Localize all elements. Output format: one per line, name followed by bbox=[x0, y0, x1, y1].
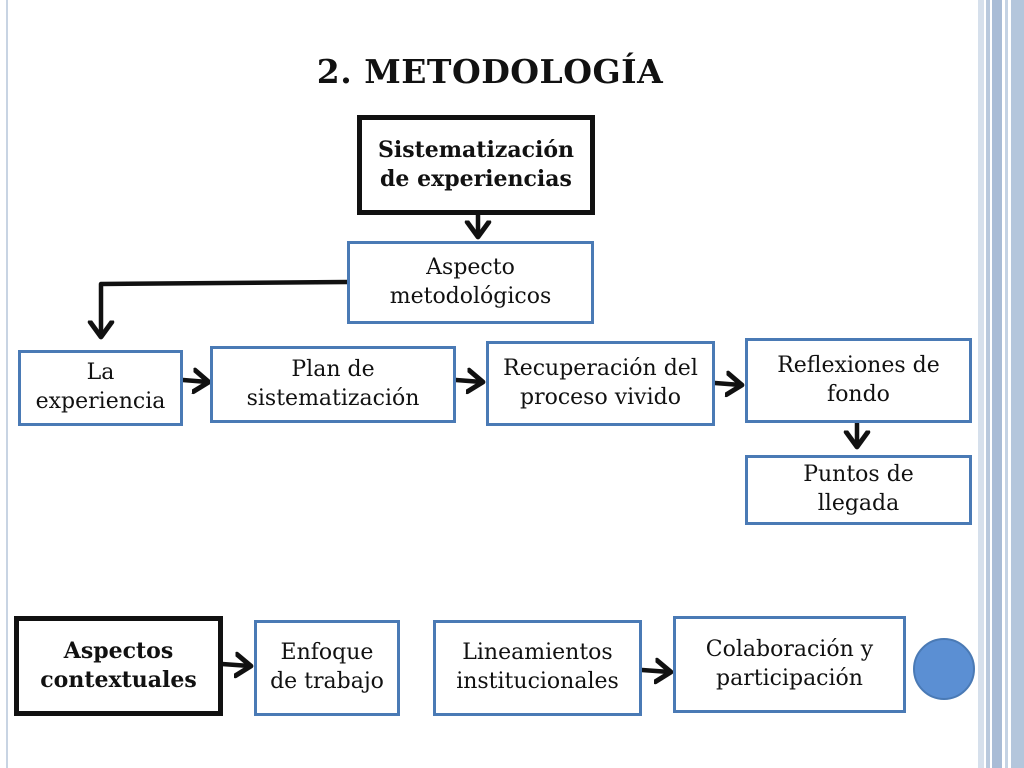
lineamientos-line1: Lineamientos bbox=[462, 640, 613, 666]
recuperacion-line2: proceso vivido bbox=[520, 384, 681, 410]
aspecto-line1: Aspecto bbox=[426, 254, 515, 280]
arrow-plan-to-recuperacion bbox=[453, 380, 482, 382]
lineamientos-line2: institucionales bbox=[456, 669, 619, 694]
rail-left bbox=[6, 0, 8, 768]
plan-line1: Plan de bbox=[291, 356, 375, 382]
puntos-line1: Puntos de bbox=[803, 462, 914, 488]
reflexiones-line1: Reflexiones de bbox=[777, 352, 940, 378]
rail-thin bbox=[1005, 0, 1008, 768]
slide-title: 2. METODOLOGÍA bbox=[316, 52, 664, 91]
plan-box: Plan de sistematización bbox=[210, 346, 456, 423]
rail-edge bbox=[1011, 0, 1024, 768]
decorative-circle bbox=[913, 638, 975, 700]
experiencia-box: La experiencia bbox=[18, 350, 183, 426]
enfoque-line2: de trabajo bbox=[270, 669, 384, 694]
puntos-box: Puntos de llegada bbox=[745, 455, 972, 525]
recuperacion-line1: Recuperación del bbox=[503, 355, 698, 381]
rail-mid bbox=[986, 0, 990, 768]
plan-line2: sistematización bbox=[246, 385, 420, 411]
arrow-contextuales-to-enfoque bbox=[219, 664, 250, 666]
root-line1: Sistematización bbox=[377, 137, 574, 164]
recuperacion-box: Recuperación del proceso vivido bbox=[486, 341, 715, 426]
arrow-lineamientos-to-colaboracion bbox=[639, 670, 670, 672]
rail-dark bbox=[992, 0, 1002, 768]
reflexiones-box: Reflexiones de fondo bbox=[745, 338, 972, 423]
enfoque-box: Enfoque de trabajo bbox=[254, 620, 400, 716]
puntos-line2: llegada bbox=[817, 491, 900, 516]
colaboracion-line2: participación bbox=[716, 665, 863, 691]
colaboracion-box: Colaboración y participación bbox=[673, 616, 906, 713]
rail-light bbox=[978, 0, 984, 768]
arrow-experiencia-to-plan bbox=[180, 380, 208, 382]
aspecto-line2: metodológicos bbox=[389, 283, 552, 309]
experiencia-line1: La bbox=[86, 360, 115, 386]
aspecto-box: Aspecto metodológicos bbox=[347, 241, 594, 324]
enfoque-line1: Enfoque bbox=[280, 640, 374, 666]
arrow-recuperacion-to-reflexiones bbox=[712, 383, 741, 385]
experiencia-line2: experiencia bbox=[35, 389, 166, 414]
contextuales-line2: contextuales bbox=[40, 667, 197, 693]
lineamientos-box: Lineamientos institucionales bbox=[433, 620, 642, 716]
root-line2: de experiencias bbox=[380, 166, 572, 192]
reflexiones-line2: fondo bbox=[827, 381, 890, 407]
colaboracion-line1: Colaboración y bbox=[705, 636, 874, 662]
arrow-aspecto-to-experiencia bbox=[101, 279, 350, 336]
contextuales-line1: Aspectos bbox=[63, 638, 174, 665]
